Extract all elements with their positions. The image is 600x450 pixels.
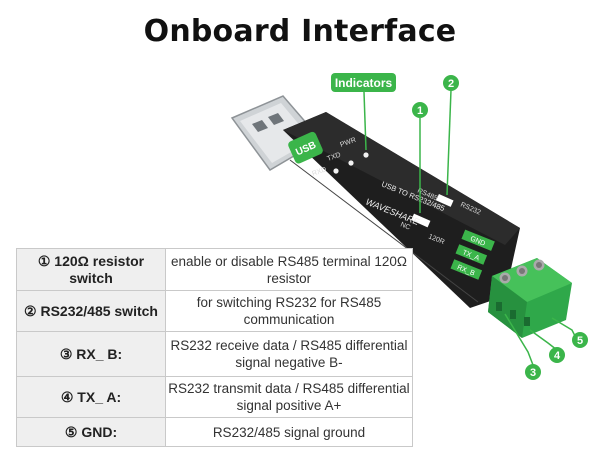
txd-label: TXD [326,152,342,163]
table-row: ② RS232/485 switch for switching RS232 f… [16,290,413,332]
indicators-callout: Indicators [331,73,396,92]
row-key: ③ RX_ B: [16,331,166,377]
rxd-led [333,168,339,174]
row-value: RS232 transmit data / RS485 differential… [165,376,413,418]
row-value: enable or disable RS485 terminal 120Ω re… [165,248,413,291]
row-key: ④ TX_ A: [16,376,166,418]
svg-text:4: 4 [554,350,561,362]
row-value: RS232 receive data / RS485 differential … [165,331,413,377]
callout-5: 5 [572,332,588,348]
interface-table: ① 120Ω resistor switch enable or disable… [16,248,413,447]
usb-badge: USB [288,131,323,164]
callout-lines [363,89,577,366]
row-key: ② RS232/485 switch [16,290,166,332]
device-body [283,112,520,308]
page-title: Onboard Interface [143,14,457,49]
callout-3: 3 [525,364,541,380]
svg-text:2: 2 [448,78,454,90]
table-row: ⑤ GND: RS232/485 signal ground [16,417,413,447]
svg-text:Indicators: Indicators [335,76,393,90]
row-key: ① 120Ω resistor switch [16,248,166,291]
table-row: ① 120Ω resistor switch enable or disable… [16,248,413,291]
table-row: ④ TX_ A: RS232 transmit data / RS485 dif… [16,376,413,418]
row-value: for switching RS232 for RS485 communicat… [165,290,413,332]
pwr-led [363,152,369,158]
callout-2: 2 [443,75,459,91]
svg-text:3: 3 [530,367,536,379]
row-value: RS232/485 signal ground [165,417,413,447]
callout-4: 4 [549,347,565,363]
table-row: ③ RX_ B: RS232 receive data / RS485 diff… [16,331,413,377]
row-key: ⑤ GND: [16,417,166,447]
txd-led [348,160,354,166]
terminal-block [488,258,572,338]
nc-label: NC [399,221,411,231]
rs232-485-switch[interactable] [436,194,454,207]
rxd-label: RXD [311,166,327,178]
resistor-switch[interactable] [411,213,431,228]
svg-text:5: 5 [577,335,583,347]
svg-text:1: 1 [417,105,423,117]
callout-1: 1 [412,102,428,118]
